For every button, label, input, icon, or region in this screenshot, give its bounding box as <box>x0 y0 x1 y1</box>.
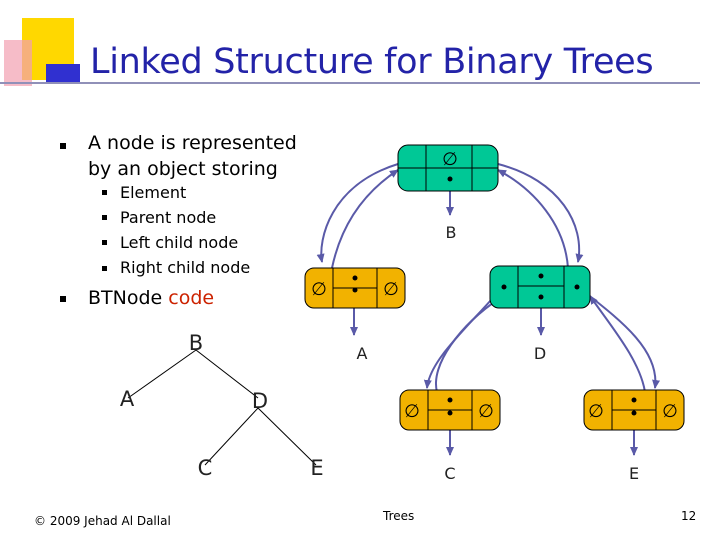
page-number: 12 <box>681 509 697 523</box>
tree-node-b: B <box>188 331 204 355</box>
null-right-c: ∅ <box>478 401 494 422</box>
sub-bullet-right-child: Right child node <box>120 258 251 277</box>
node-a: ∅ ∅ <box>304 267 406 309</box>
bullet-btnode: BTNode code <box>88 285 214 311</box>
footer-copyright: © 2009 Jehad Al Dallal <box>34 514 171 528</box>
node-d <box>489 265 591 309</box>
tree-edge-b-a <box>127 349 197 399</box>
tree-edge-d-e <box>257 407 317 466</box>
sub-bullet-parent-node: Parent node <box>120 208 217 227</box>
btnode-label: BTNode <box>88 287 169 309</box>
sub-bullet-element: Element <box>120 183 187 202</box>
tree-node-c: C <box>197 456 213 480</box>
bullet-marker <box>60 143 66 149</box>
sub-bullet-marker <box>102 215 107 220</box>
null-right-a: ∅ <box>383 279 399 300</box>
sub-bullet-marker <box>102 240 107 245</box>
slide-title: Linked Structure for Binary Trees <box>90 42 654 82</box>
bullet-marker <box>60 296 66 302</box>
bullet-line-1: A node is represented <box>88 132 297 154</box>
node-c: ∅ ∅ <box>399 389 501 431</box>
arrow-d-to-root <box>497 169 569 269</box>
tree-node-d: D <box>251 389 269 413</box>
element-label-c: C <box>444 464 455 483</box>
tree-node-a: A <box>119 387 135 411</box>
sub-bullet-marker <box>102 266 107 271</box>
null-left-e: ∅ <box>588 401 604 422</box>
sub-bullet-marker <box>102 190 107 195</box>
element-label-a: A <box>357 344 368 363</box>
null-parent-root: ∅ <box>442 149 458 170</box>
deco-pink-square <box>4 40 32 86</box>
deco-blue-bar <box>46 64 80 84</box>
null-left-c: ∅ <box>404 401 420 422</box>
node-root: ∅ <box>397 144 499 192</box>
arrow-root-to-d <box>497 163 584 263</box>
bullet-node-representation: A node is represented by an object stori… <box>88 130 297 182</box>
title-underline <box>0 82 700 84</box>
code-link[interactable]: code <box>168 287 215 309</box>
tree-edge-b-d <box>195 349 259 399</box>
footer-topic: Trees <box>383 509 415 523</box>
null-left-a: ∅ <box>311 279 327 300</box>
arrow-root-to-a <box>316 163 399 263</box>
arrow-e-to-d <box>589 295 646 393</box>
arrow-a-to-root <box>331 169 399 269</box>
node-e: ∅ ∅ <box>583 389 685 431</box>
sub-bullet-left-child: Left child node <box>120 233 239 252</box>
bullet-line-2: by an object storing <box>88 158 278 180</box>
tree-edge-d-c <box>204 407 259 466</box>
arrow-d-to-e <box>581 289 661 389</box>
element-label-b: B <box>446 223 457 242</box>
element-label-d: D <box>534 344 546 363</box>
element-label-e: E <box>629 464 639 483</box>
null-right-e: ∅ <box>662 401 678 422</box>
tree-node-e: E <box>310 456 324 480</box>
arrow-c-to-d <box>435 297 501 393</box>
sub-bullet-list: Element Parent node Left child node Righ… <box>120 180 250 280</box>
